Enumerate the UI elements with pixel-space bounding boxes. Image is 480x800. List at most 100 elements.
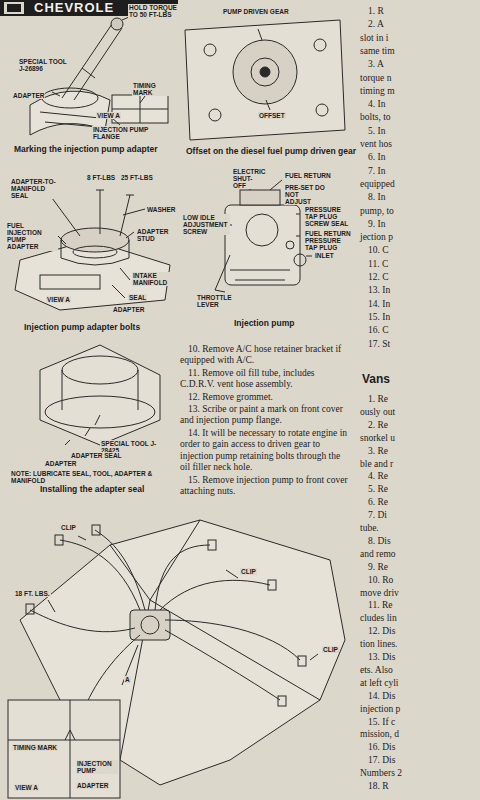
- body-text-fragment: same tim: [360, 46, 395, 56]
- body-text-fragment: cludes lin: [360, 613, 397, 623]
- part-label: INTAKE MANIFOLD: [132, 272, 174, 286]
- body-text-fragment: 3. Re: [368, 446, 388, 456]
- figure-caption: Marking the injection pump adapter: [14, 144, 158, 154]
- body-text-fragment: tube.: [360, 523, 379, 533]
- figure-caption: Offset on the diesel fuel pump driven ge…: [186, 146, 356, 156]
- body-text-fragment: 16. Dis: [368, 742, 395, 752]
- part-label: OFFSET: [258, 112, 286, 119]
- tool-label: SPECIAL TOOL J-26896: [18, 58, 68, 72]
- part-label: CLIP: [240, 568, 257, 575]
- body-text-fragment: pump, to: [360, 206, 394, 216]
- body-text-fragment: torque n: [360, 73, 391, 83]
- note-text: NOTE: LUBRICATE SEAL, TOOL, ADAPTER & MA…: [10, 470, 180, 484]
- part-label: PUMP DRIVEN GEAR: [222, 8, 290, 15]
- body-text-fragment: 3. A: [368, 59, 384, 69]
- torque-value: 18 FT. LBS.: [14, 590, 51, 597]
- part-label: ADAPTER SEAL: [70, 452, 123, 459]
- body-text-fragment: 5. In: [368, 126, 385, 136]
- body-text-fragment: tion lines.: [360, 639, 397, 649]
- body-text-fragment: 10. C: [368, 245, 389, 255]
- part-label: ADAPTER: [112, 306, 145, 313]
- body-text-fragment: 14. Dis: [368, 691, 395, 701]
- part-label: CLIP: [322, 646, 339, 653]
- body-text-fragment: injection p: [360, 704, 400, 714]
- part-label: ADAPTER-TO-MANIFOLD SEAL: [10, 178, 62, 199]
- body-text-fragment: 6. Re: [368, 497, 388, 507]
- body-text-fragment: Numbers 2: [360, 768, 402, 778]
- body-text-fragment: 9. In: [368, 219, 385, 229]
- body-text-fragment: 14. In: [368, 299, 390, 309]
- body-text-fragment: 5. Re: [368, 484, 388, 494]
- part-label: THROTTLE LEVER: [196, 294, 238, 308]
- figure-caption: Injection pump adapter bolts: [24, 322, 140, 332]
- part-label: ELECTRIC SHUT-OFF: [232, 168, 264, 189]
- body-text-fragment: 12. Dis: [368, 626, 395, 636]
- part-label: PRE-SET DO NOT ADJUST: [284, 184, 326, 205]
- part-label: INJECTION PUMP: [76, 760, 118, 774]
- view-letter: A: [124, 676, 131, 683]
- part-label: LOW IDLE ADJUSTMENT SCREW: [182, 214, 230, 235]
- body-text-fragment: 6. In: [368, 152, 385, 162]
- body-text-fragment: 18. R: [368, 781, 389, 791]
- view-label: VIEW A: [14, 784, 39, 791]
- body-text-fragment: ets. Also: [360, 665, 393, 675]
- part-label: TIMING MARK: [132, 82, 174, 96]
- body-text-fragment: 8. In: [368, 192, 385, 202]
- body-text-fragment: snorkel u: [360, 433, 395, 443]
- body-text-fragment: 11. Re: [368, 600, 392, 610]
- part-label: FUEL INJECTION PUMP ADAPTER: [6, 222, 58, 251]
- body-text-fragment: 15. If c: [368, 717, 395, 727]
- body-text-fragment: 2. A: [368, 19, 384, 29]
- torque-value: 25 FT-LBS: [120, 174, 154, 181]
- body-text-fragment: 16. C: [368, 325, 389, 335]
- body-text-fragment: ble and r: [360, 459, 393, 469]
- body-text-fragment: 7. In: [368, 166, 385, 176]
- body-text-fragment: 10. Ro: [368, 575, 393, 585]
- body-step: 10. Remove A/C hose retainer bracket if …: [180, 344, 350, 367]
- body-step: 12. Remove grommet.: [180, 392, 350, 403]
- body-text-fragment: bolts, to: [360, 112, 391, 122]
- page-header: CHEVROLE: [34, 0, 114, 15]
- part-label: PRESSURE TAP PLUG SCREW SEAL: [304, 206, 354, 227]
- body-text-fragment: ously out: [360, 407, 395, 417]
- body-text-fragment: 1. Re: [368, 394, 388, 404]
- body-text-fragment: and remo: [360, 549, 396, 559]
- part-label: INJECTION PUMP FLANGE: [92, 126, 164, 140]
- body-text-fragment: 8. Dis: [368, 536, 391, 546]
- part-label: CLIP: [60, 524, 77, 531]
- part-label: ADAPTER: [44, 460, 77, 467]
- view-label: VIEW A: [96, 112, 121, 119]
- view-label: VIEW A: [46, 296, 71, 303]
- body-text-fragment: 12. C: [368, 272, 389, 282]
- part-label: FUEL RETURN: [284, 172, 332, 179]
- body-step: 15. Remove injection pump to front cover…: [180, 475, 350, 498]
- part-label: INLET: [314, 252, 335, 259]
- body-step: 14. It will be necessary to rotate engin…: [180, 428, 350, 474]
- body-text-fragment: 17. St: [368, 339, 390, 349]
- body-text-fragment: equipped: [360, 179, 395, 189]
- section-heading: Vans: [362, 372, 390, 386]
- body-step: 11. Remove oil fill tube, includes C.D.R…: [180, 368, 350, 391]
- body-text-fragment: move driv: [360, 588, 399, 598]
- part-label: FUEL RETURN PRESSURE TAP PLUG: [304, 230, 354, 251]
- body-text-fragment: 13. Dis: [368, 652, 395, 662]
- body-text-fragment: 4. Re: [368, 471, 388, 481]
- body-text-fragment: 4. In: [368, 99, 385, 109]
- body-text-fragment: 7. Di: [368, 510, 387, 520]
- body-text-fragment: jection p: [360, 232, 393, 242]
- body-text-fragment: timing m: [360, 86, 395, 96]
- body-text-fragment: mission, d: [360, 729, 399, 739]
- torque-note: HOLD TORQUE TO 50 FT-LBS: [128, 4, 178, 18]
- body-text-fragment: 1. R: [368, 6, 384, 16]
- body-text-fragment: 15. In: [368, 312, 390, 322]
- body-text-fragment: 13. In: [368, 285, 390, 295]
- part-label: ADAPTER: [76, 782, 109, 789]
- body-text-fragment: at left cyli: [360, 678, 399, 688]
- body-text-fragment: 11. C: [368, 259, 388, 269]
- part-label: WASHER: [146, 206, 177, 213]
- part-label: SEAL: [128, 294, 147, 301]
- body-text-fragment: slot in i: [360, 33, 389, 43]
- figure-caption: Injection pump: [234, 318, 294, 328]
- part-label: ADAPTER: [12, 92, 45, 99]
